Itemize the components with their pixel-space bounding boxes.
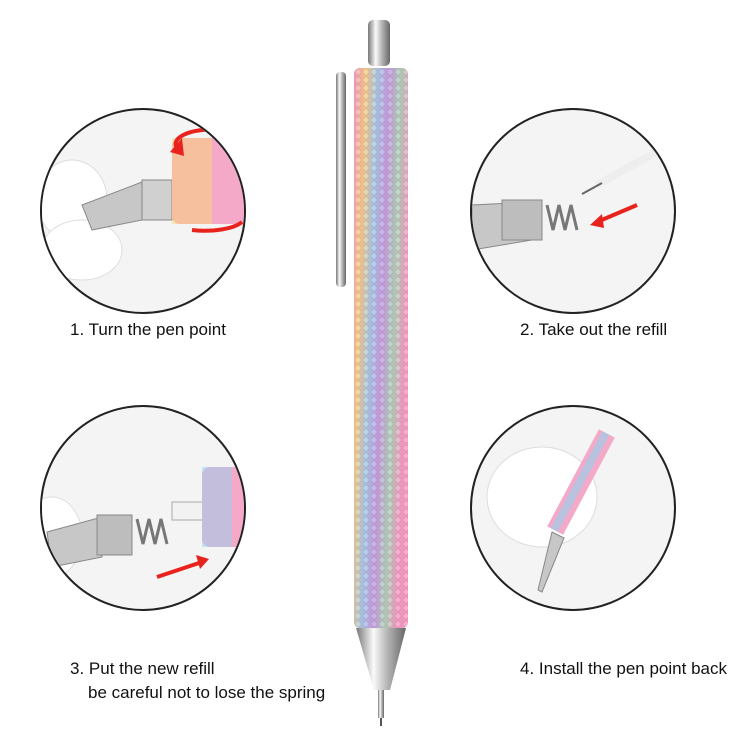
step2-caption: 2. Take out the refill <box>520 320 668 339</box>
step2-illustration <box>470 108 676 314</box>
step1-caption: 1. Turn the pen point <box>70 320 226 339</box>
step3-illustration <box>40 405 246 611</box>
step3-note: be careful not to lose the spring <box>88 683 326 702</box>
step4-caption: 4. Install the pen point back <box>520 659 727 678</box>
step4-illustration <box>470 405 676 611</box>
step3-caption: 3. Put the new refill <box>70 659 215 678</box>
step1-illustration <box>40 108 246 314</box>
rhinestone-pen-image <box>336 20 408 726</box>
